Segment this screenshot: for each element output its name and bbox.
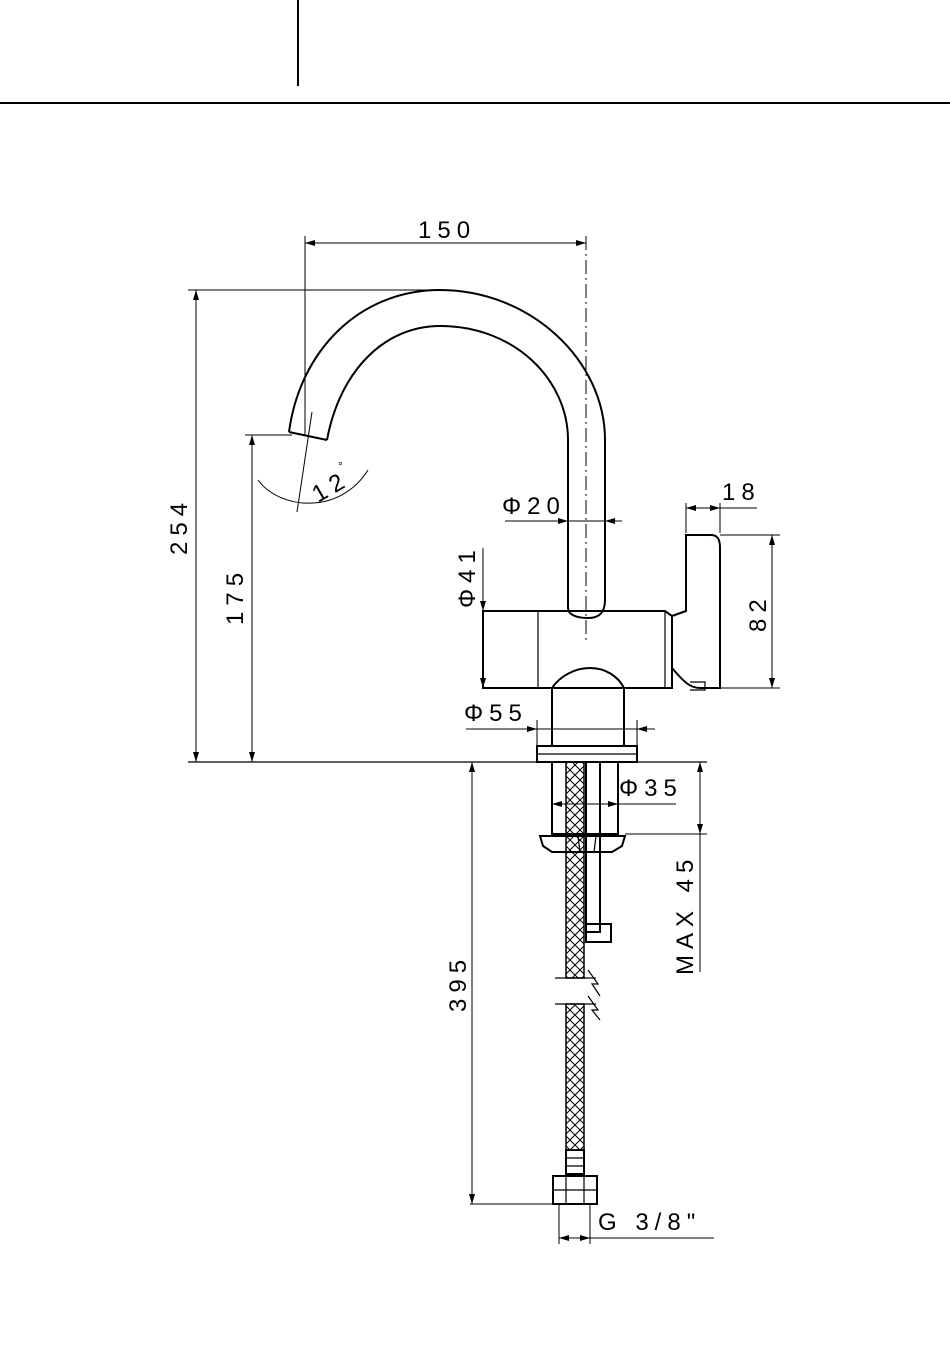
spout-outer	[289, 290, 605, 618]
label-spout-reach: 150	[418, 217, 476, 244]
label-max-deck: MAX 45	[672, 854, 699, 975]
fixing-stud	[586, 762, 600, 932]
arrow	[305, 240, 315, 246]
label-spout-angle: 12	[308, 465, 355, 508]
degree-symbol-icon: °	[338, 459, 343, 473]
title-block	[0, 0, 950, 103]
arrow	[608, 801, 618, 807]
lever	[672, 535, 720, 688]
body	[483, 611, 672, 688]
arrow	[559, 1235, 569, 1241]
arrow	[480, 678, 486, 688]
arrow	[193, 752, 199, 762]
dimension-labels: 150 254 175 12 ° Φ20 Φ41 Φ55 Φ35 18 82 M…	[166, 217, 772, 1236]
hose-ferrule	[566, 1150, 584, 1174]
label-base-diameter: Φ55	[464, 700, 528, 727]
hose-lower	[566, 1004, 584, 1150]
arrow	[580, 1235, 590, 1241]
arrow	[249, 752, 255, 762]
label-spout-height: 175	[222, 567, 249, 625]
dimension-lines	[188, 236, 780, 1244]
arrow	[469, 762, 475, 772]
label-lever-height: 82	[745, 593, 772, 632]
arrow	[710, 505, 720, 511]
break-zigzag-1	[588, 970, 600, 996]
label-body-diameter: Φ41	[454, 544, 481, 608]
arrow	[697, 824, 703, 834]
label-total-height: 254	[166, 497, 193, 555]
arrow	[552, 801, 562, 807]
arrow	[769, 535, 775, 545]
label-connection-thread: G 3/8"	[598, 1209, 701, 1236]
arrow	[193, 290, 199, 300]
base-cone	[552, 668, 624, 746]
label-spout-diameter: Φ20	[502, 493, 566, 520]
arrow	[637, 726, 647, 732]
break-zigzag-2	[588, 996, 600, 1020]
arrow	[576, 240, 586, 246]
arrow	[769, 678, 775, 688]
label-hose-length: 395	[445, 954, 472, 1012]
arrow	[605, 518, 615, 524]
arrow	[697, 762, 703, 772]
arrow	[686, 505, 696, 511]
label-lever-width: 18	[722, 479, 761, 506]
faucet-outline	[188, 290, 720, 1204]
nut-line-2	[594, 836, 596, 852]
arrow	[249, 435, 255, 445]
hose-upper	[566, 762, 584, 978]
arrow	[527, 726, 537, 732]
arrow	[469, 1194, 475, 1204]
label-shank-diameter: Φ35	[619, 775, 683, 802]
